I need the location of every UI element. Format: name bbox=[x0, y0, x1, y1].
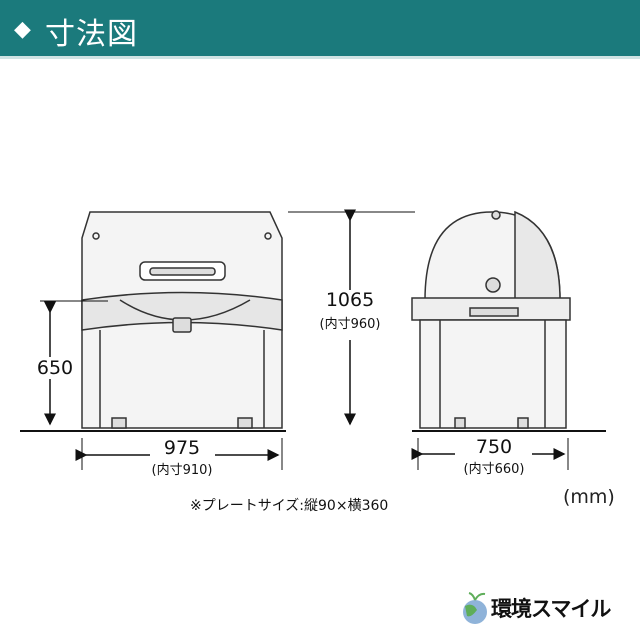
front-view-bin bbox=[81, 211, 283, 429]
logo-text: 環境スマイル bbox=[491, 597, 611, 621]
front-width-label: 975 bbox=[163, 437, 201, 459]
total-height-inner-label: (内寸960) bbox=[319, 317, 381, 332]
front-width-inner-label: (内寸910) bbox=[151, 463, 213, 478]
page-title: 寸法図 bbox=[45, 17, 138, 52]
header-bar: ◆ 寸法図 bbox=[0, 0, 640, 59]
total-height-label: 1065 bbox=[325, 289, 375, 311]
front-height-label: 650 bbox=[30, 357, 80, 379]
unit-label: (mm) bbox=[563, 486, 615, 508]
plate-size-note: ※プレートサイズ:縦90×横360 bbox=[190, 498, 389, 514]
globe-leaf-icon bbox=[463, 592, 487, 624]
brand-logo: 環境スマイル bbox=[461, 588, 631, 628]
diamond-icon: ◆ bbox=[14, 17, 31, 42]
dimension-lines bbox=[40, 209, 569, 470]
side-view-bin bbox=[411, 210, 571, 429]
side-depth-inner-label: (内寸660) bbox=[463, 462, 525, 477]
side-depth-label: 750 bbox=[475, 436, 513, 458]
